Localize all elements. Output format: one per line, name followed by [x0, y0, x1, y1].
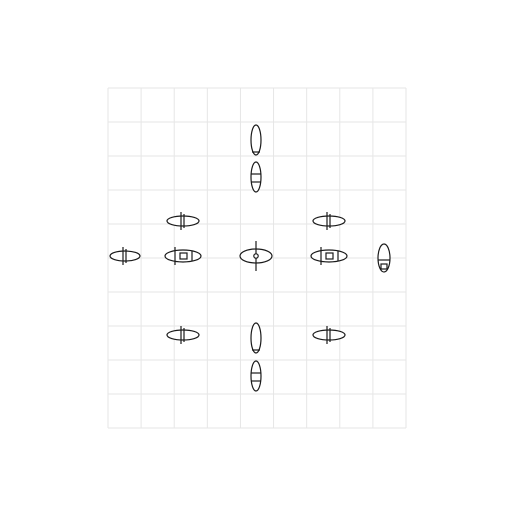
piece-body [109, 250, 141, 262]
piece-vertical-bottom-2[interactable] [250, 360, 262, 392]
piece-far-right[interactable] [377, 243, 391, 273]
piece-right-mid[interactable] [310, 247, 348, 265]
piece-hub [253, 253, 259, 259]
piece-box [325, 252, 334, 260]
piece-center[interactable] [239, 241, 273, 271]
piece-body [166, 329, 200, 341]
piece-body [166, 215, 200, 227]
piece-body [250, 322, 262, 354]
piece-body [312, 215, 346, 227]
piece-left-lower[interactable] [166, 326, 200, 344]
piece-body [250, 124, 262, 156]
piece-stand [380, 263, 388, 270]
piece-far-left[interactable] [109, 247, 141, 265]
piece-left-upper[interactable] [166, 212, 200, 230]
piece-vertical-bottom-1[interactable] [250, 322, 262, 354]
piece-box [179, 252, 188, 260]
piece-body [250, 360, 262, 392]
piece-vertical-top-2[interactable] [250, 161, 262, 193]
piece-right-upper[interactable] [312, 212, 346, 230]
piece-body [250, 161, 262, 193]
piece-body [312, 329, 346, 341]
piece-vertical-top-1[interactable] [250, 124, 262, 156]
piece-right-lower[interactable] [312, 326, 346, 344]
pieces-layer [109, 124, 391, 392]
piece-left-mid[interactable] [164, 247, 202, 265]
